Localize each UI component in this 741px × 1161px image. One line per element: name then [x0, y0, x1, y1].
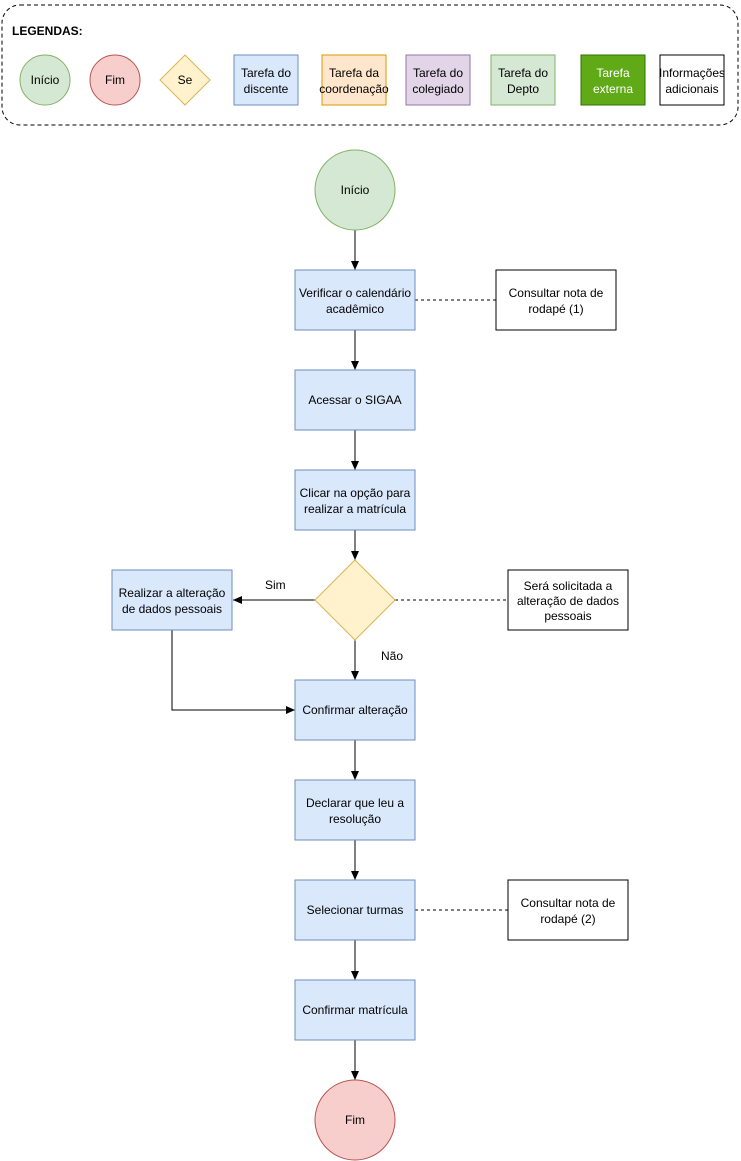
dashed-links: [395, 299, 508, 911]
svg-text:pessoais: pessoais: [544, 609, 591, 623]
legend-student-task: Tarefa do discente: [233, 54, 299, 106]
legend-info: Informações adicionais: [659, 54, 725, 106]
svg-text:adicionais: adicionais: [665, 82, 718, 96]
svg-text:Tarefa do: Tarefa do: [498, 66, 548, 80]
end-node: Fim: [314, 1079, 396, 1161]
svg-text:rodapé (2): rodapé (2): [540, 912, 595, 926]
legend-department-task: Tarefa do Depto: [490, 54, 556, 106]
legend-board-task: Tarefa do colegiado: [405, 54, 471, 106]
legend-decision: Se: [159, 54, 211, 106]
svg-text:Consultar nota de: Consultar nota de: [509, 286, 604, 300]
task-confirm-change: Confirmar alteração: [294, 679, 416, 741]
svg-text:colegiado: colegiado: [412, 82, 464, 96]
legend-external-task: Tarefa externa: [580, 54, 646, 106]
note-personal-data: Será solicitada a alteração de dados pes…: [507, 569, 629, 631]
decision-node: [314, 559, 396, 641]
svg-text:coordenação: coordenação: [319, 82, 389, 96]
svg-text:Confirmar alteração: Confirmar alteração: [302, 703, 408, 717]
svg-text:Confirmar matrícula: Confirmar matrícula: [302, 1003, 408, 1017]
svg-text:externa: externa: [593, 82, 633, 96]
legend-title: LEGENDAS:: [12, 24, 83, 38]
svg-text:Tarefa: Tarefa: [596, 66, 630, 80]
label-no: Não: [381, 649, 403, 663]
svg-text:Início: Início: [341, 183, 370, 197]
task-select-classes: Selecionar turmas: [294, 879, 416, 941]
legend-start: Início: [19, 54, 71, 106]
svg-text:resolução: resolução: [329, 812, 381, 826]
svg-text:Realizar a alteração: Realizar a alteração: [119, 586, 226, 600]
start-node: Início: [314, 149, 396, 231]
task-change-personal-data: Realizar a alteração de dados pessoais: [111, 569, 233, 631]
svg-text:realizar a matrícula: realizar a matrícula: [304, 502, 406, 516]
svg-text:Consultar nota de: Consultar nota de: [521, 896, 616, 910]
connectors: [171, 230, 359, 1080]
svg-text:Clicar na opção para: Clicar na opção para: [300, 486, 411, 500]
note-footnote-1: Consultar nota de rodapé (1): [495, 269, 617, 331]
legend-end: Fim: [89, 54, 141, 106]
svg-text:acadêmico: acadêmico: [326, 302, 384, 316]
svg-text:Se: Se: [178, 73, 193, 87]
svg-text:Fim: Fim: [345, 1113, 365, 1127]
svg-text:Verificar o calendário: Verificar o calendário: [299, 286, 411, 300]
note-footnote-2: Consultar nota de rodapé (2): [507, 879, 629, 941]
svg-text:Início: Início: [31, 73, 60, 87]
svg-text:Será solicitada a: Será solicitada a: [524, 579, 613, 593]
svg-text:Tarefa do: Tarefa do: [413, 66, 463, 80]
task-confirm-enrollment: Confirmar matrícula: [294, 979, 416, 1041]
svg-text:de dados pessoais: de dados pessoais: [122, 602, 222, 616]
svg-text:rodapé (1): rodapé (1): [528, 302, 583, 316]
svg-text:Depto: Depto: [507, 82, 539, 96]
svg-text:alteração de dados: alteração de dados: [517, 594, 619, 608]
svg-text:Tarefa da: Tarefa da: [329, 66, 379, 80]
task-declare-resolution: Declarar que leu a resolução: [294, 779, 416, 841]
svg-text:Selecionar turmas: Selecionar turmas: [307, 903, 404, 917]
legend-coordination-task: Tarefa da coordenação: [319, 54, 389, 106]
svg-text:Fim: Fim: [105, 73, 125, 87]
task-verify-calendar: Verificar o calendário acadêmico: [294, 269, 416, 331]
label-yes: Sim: [265, 578, 286, 592]
svg-text:discente: discente: [244, 82, 289, 96]
task-click-enrollment: Clicar na opção para realizar a matrícul…: [294, 469, 416, 531]
svg-text:Informações: Informações: [659, 66, 725, 80]
task-access-sigaa: Acessar o SIGAA: [294, 369, 416, 431]
svg-text:Declarar que leu a: Declarar que leu a: [306, 796, 404, 810]
svg-text:Acessar o SIGAA: Acessar o SIGAA: [308, 393, 401, 407]
svg-text:Tarefa do: Tarefa do: [241, 66, 291, 80]
